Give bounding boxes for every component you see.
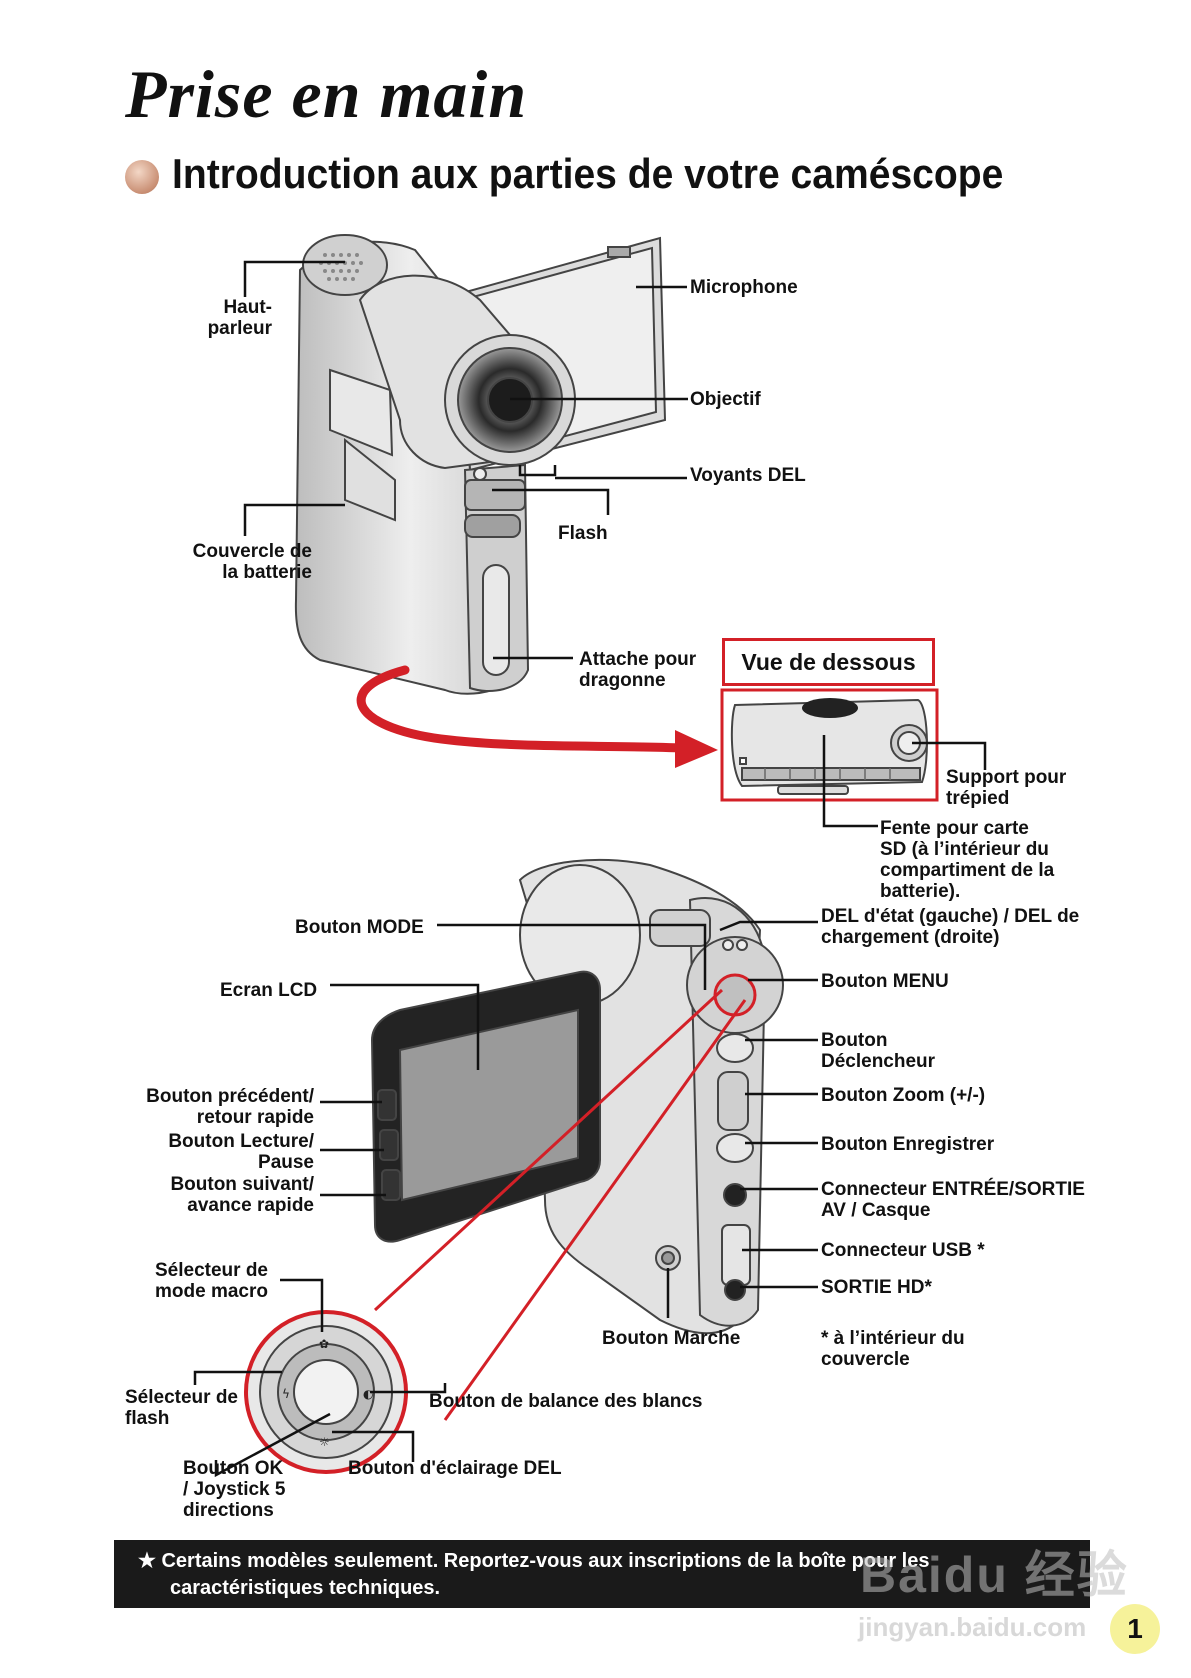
label-lcd: Ecran LCD <box>220 980 318 1001</box>
wb-symbol-icon: ◐ <box>363 1387 373 1401</box>
label-flash: Flash <box>558 523 608 544</box>
page-number: 1 <box>1110 1604 1160 1654</box>
macro-symbol-icon: ✿ <box>319 1337 329 1351</box>
watermark-url: jingyan.baidu.com <box>858 1612 1087 1642</box>
camera-front-illustration <box>294 234 667 695</box>
section-heading: Introduction aux parties de votre camésc… <box>172 150 1004 197</box>
label-menu-button: Bouton MENU <box>821 971 949 992</box>
camera-back-illustration <box>370 859 784 1335</box>
label-strap: Attache pour dragonne <box>579 649 697 691</box>
section-bullet-icon <box>125 160 159 194</box>
label-next-button: Bouton suivant/ avance rapide <box>170 1174 314 1216</box>
label-av-connector: Connecteur ENTRÉE/SORTIE AV / Casque <box>821 1179 1085 1221</box>
arrow-head-icon <box>675 730 718 768</box>
label-tripod: Support pour trépied <box>946 767 1067 809</box>
label-power-button: Bouton Marche <box>602 1328 741 1349</box>
camera-bottom-illustration <box>730 698 928 795</box>
watermark-brand: Baidu 经验 <box>860 1547 1129 1603</box>
bottom-view-frame <box>720 688 939 802</box>
joystick-detail-illustration: ✿ ϟ ◐ ☼ <box>244 1310 408 1474</box>
footnote-bar: ★ Certains modèles seulement. Reportez-v… <box>114 1540 1090 1608</box>
pointer-arrow <box>356 665 690 753</box>
label-usb-connector: Connecteur USB * <box>821 1240 985 1261</box>
label-status-led: DEL d'état (gauche) / DEL de chargement … <box>821 906 1080 948</box>
leader-lines <box>193 260 987 1478</box>
label-speaker: Haut- parleur <box>207 297 272 339</box>
label-prev-button: Bouton précédent/ retour rapide <box>146 1086 314 1128</box>
label-leds: Voyants DEL <box>690 465 806 486</box>
label-lens: Objectif <box>690 389 761 410</box>
label-zoom-button: Bouton Zoom (+/-) <box>821 1085 986 1106</box>
label-play-button: Bouton Lecture/ Pause <box>168 1131 314 1173</box>
label-led-light: Bouton d'éclairage DEL <box>348 1458 562 1479</box>
flash-symbol-icon: ϟ <box>282 1387 290 1401</box>
zoom-pointer-lines <box>373 988 747 1421</box>
label-mode-button: Bouton MODE <box>295 917 424 938</box>
bottom-view-title: Vue de dessous <box>722 638 935 686</box>
label-flash-selector: Sélecteur de flash <box>125 1387 238 1429</box>
page-title: Prise en main <box>125 56 528 132</box>
inside-cover-note: * à l’intérieur du couvercle <box>821 1328 965 1370</box>
label-white-balance: Bouton de balance des blancs <box>429 1391 703 1412</box>
footnote-line-1: ★ Certains modèles seulement. Reportez-v… <box>138 1550 930 1572</box>
label-hd-out: SORTIE HD* <box>821 1277 932 1298</box>
label-shutter-button: Bouton Déclencheur <box>821 1030 936 1072</box>
label-macro-selector: Sélecteur de mode macro <box>155 1260 268 1302</box>
footnote-line-2: caractéristiques techniques. <box>170 1577 441 1599</box>
label-ok-joystick: Bouton OK / Joystick 5 directions <box>183 1458 286 1521</box>
label-microphone: Microphone <box>690 277 798 298</box>
label-sd-slot: Fente pour carte SD (à l’intérieur du co… <box>880 818 1055 902</box>
led-light-symbol-icon: ☼ <box>319 1435 330 1449</box>
label-battery-cover: Couvercle de la batterie <box>192 541 312 583</box>
label-record-button: Bouton Enregistrer <box>821 1134 995 1155</box>
